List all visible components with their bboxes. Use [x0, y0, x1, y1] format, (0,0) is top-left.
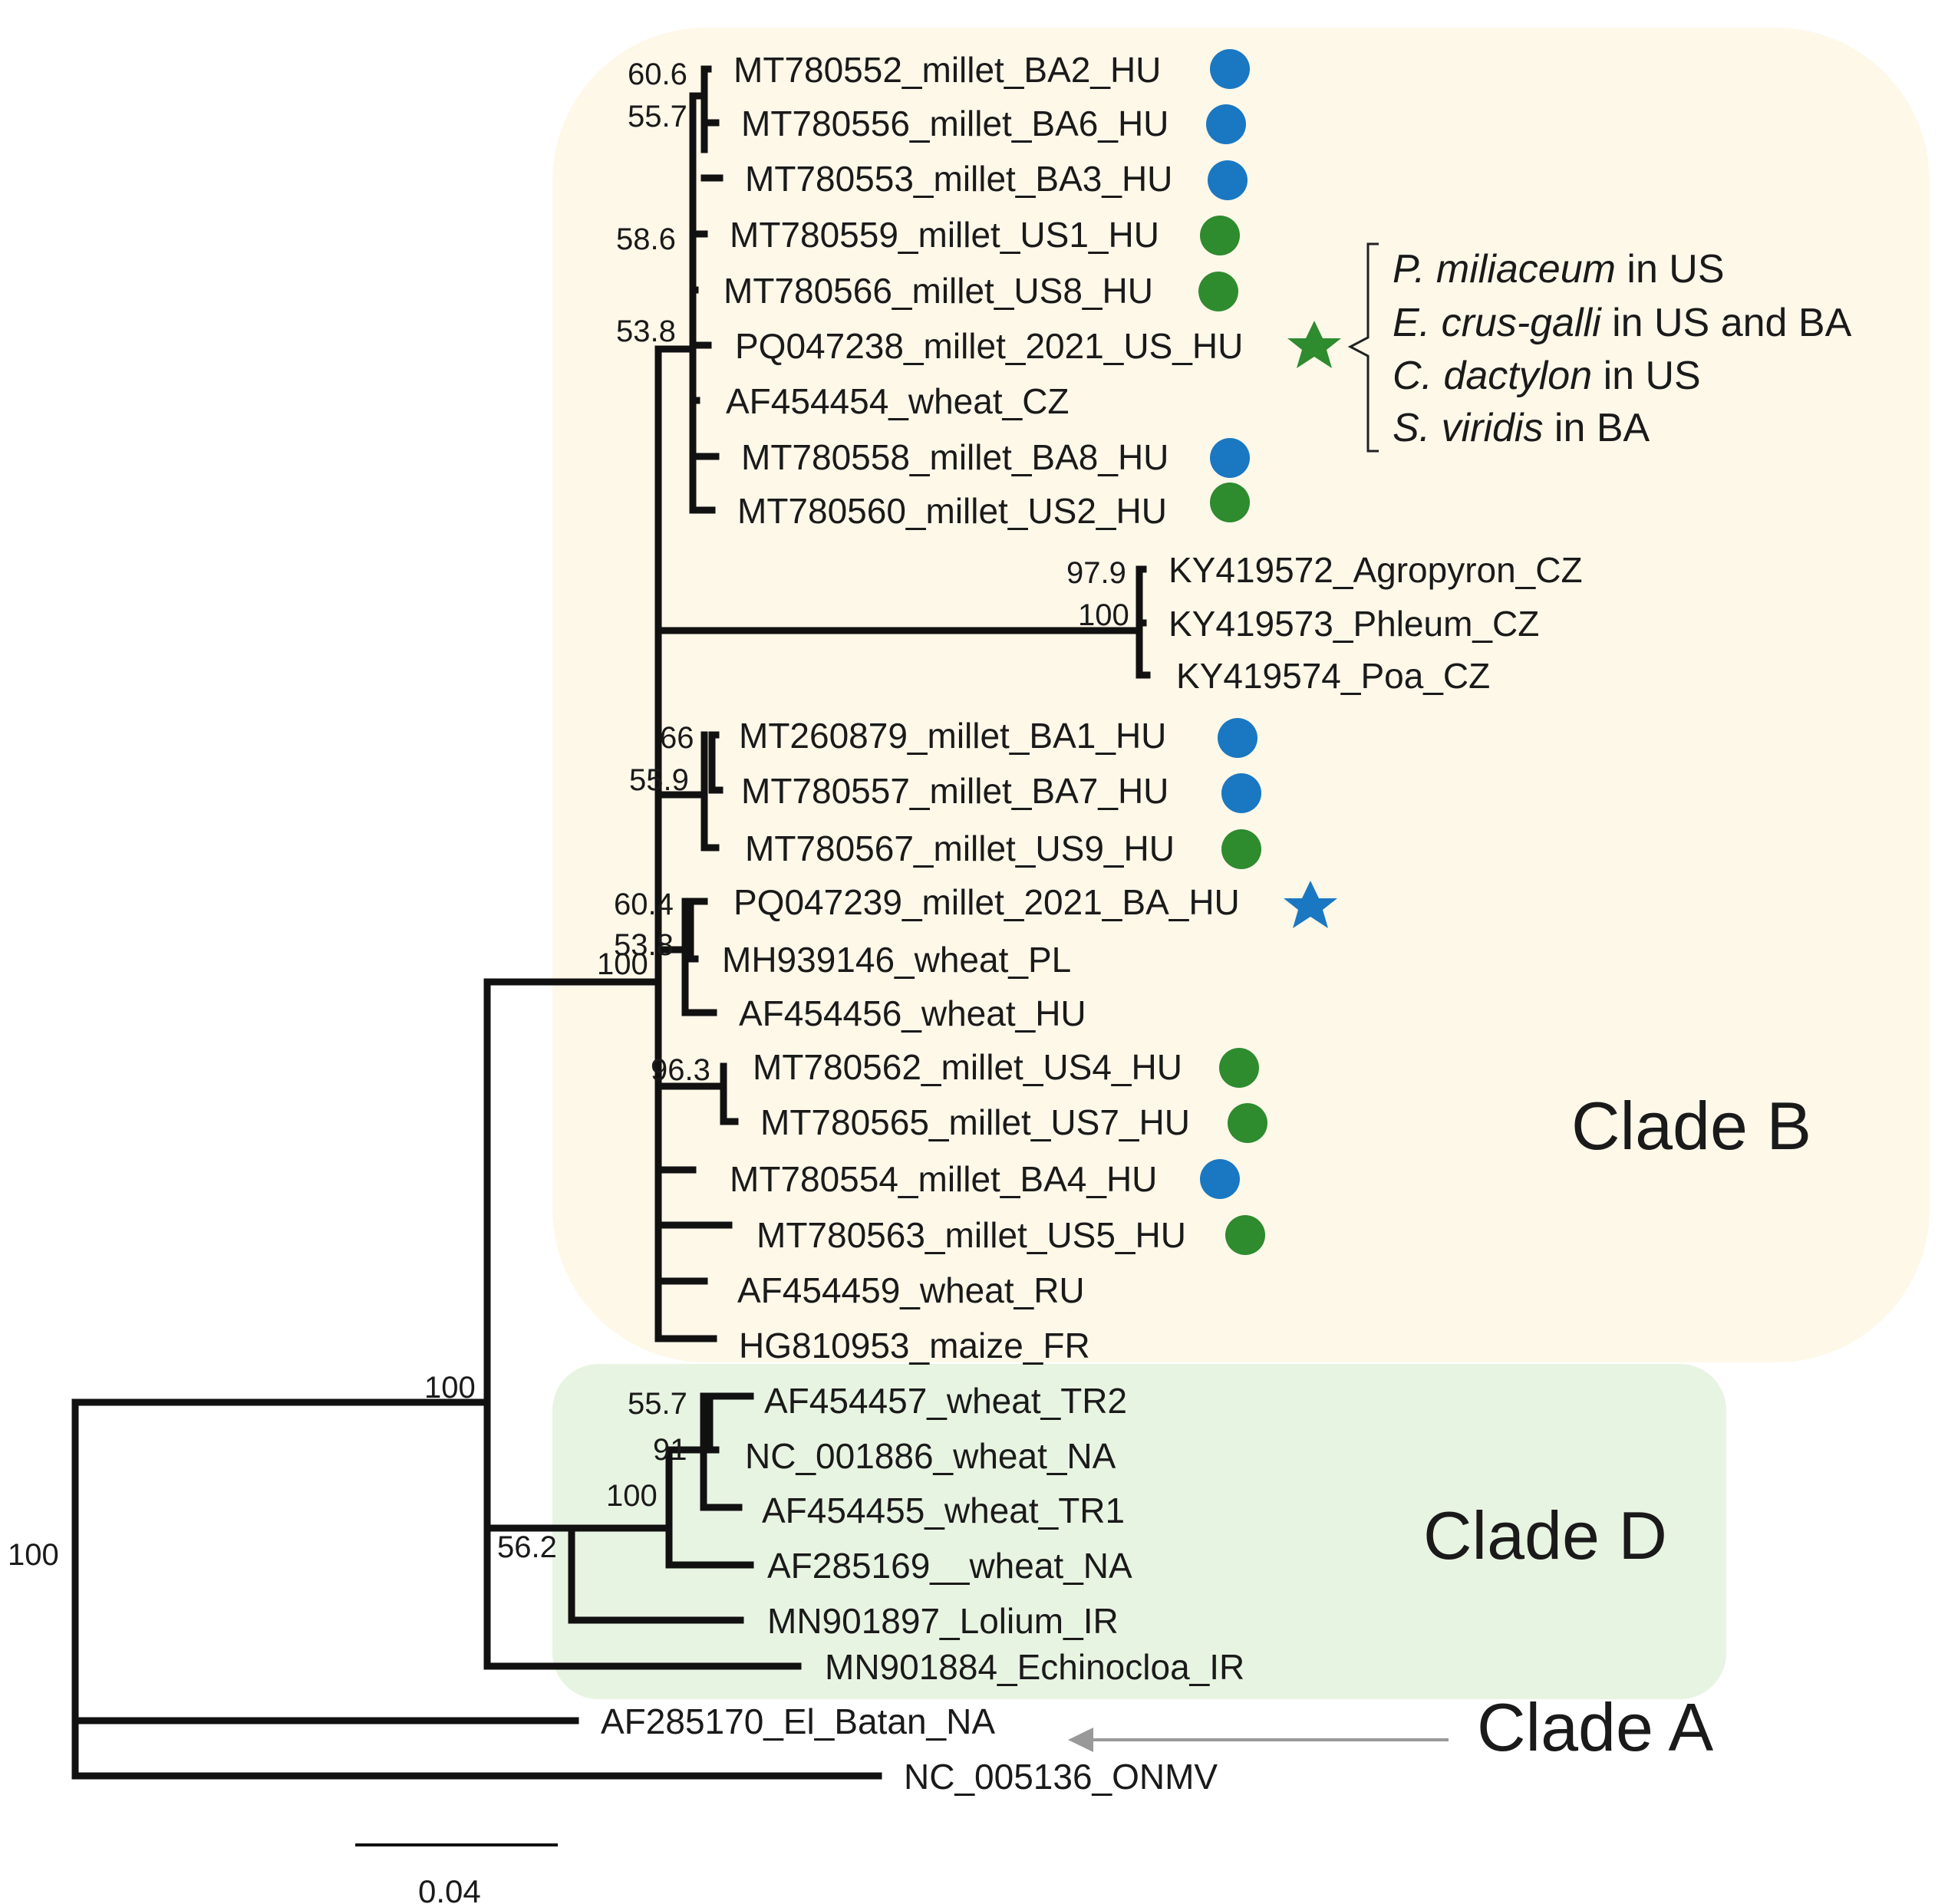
tip-label: MT780556_millet_BA6_HU: [741, 104, 1168, 143]
blue-dot-marker: [1221, 773, 1261, 813]
support-value: 100: [597, 947, 648, 981]
support-value: 55.9: [629, 763, 689, 797]
green-star-marker: [1287, 321, 1341, 368]
support-value: 60.6: [628, 58, 687, 91]
scale-bar: 0.04: [355, 1843, 558, 1904]
blue-dot-marker: [1210, 438, 1250, 478]
green-dot-marker: [1221, 829, 1261, 869]
blue-dot-marker: [1200, 1159, 1240, 1199]
host-annotation: P. miliaceum in US E. crus-galli in US a…: [1347, 242, 1852, 453]
support-value: 60.4: [614, 888, 674, 921]
tip-label: MT780566_millet_US8_HU: [723, 271, 1153, 311]
tip-label: AF285170_El_Batan_NA: [601, 1701, 995, 1741]
tip-label: AF454456_wheat_HU: [739, 993, 1086, 1033]
tip-label: PQ047238_millet_2021_US_HU: [735, 326, 1243, 366]
annotation-line: C. dactylon in US: [1393, 354, 1701, 398]
blue-dot-marker: [1208, 160, 1248, 200]
annotation-line: S. viridis in BA: [1393, 406, 1650, 450]
tip-label: MT780567_millet_US9_HU: [745, 828, 1175, 868]
support-value: 91: [653, 1433, 687, 1467]
tip-label: AF454455_wheat_TR1: [762, 1491, 1125, 1530]
green-dot-marker: [1198, 272, 1238, 311]
support-value: 53.8: [616, 315, 676, 348]
clade-d-label: Clade D: [1423, 1497, 1667, 1573]
green-dot-marker: [1219, 1048, 1259, 1088]
tip-labels: MT780552_millet_BA2_HU MT780556_millet_B…: [601, 50, 1583, 1797]
green-dot-marker: [1200, 216, 1240, 255]
support-values: 60.6 55.7 58.6 53.8 97.9 100 66 55.9 60.…: [8, 58, 1129, 1572]
tip-label: HG810953_maize_FR: [739, 1326, 1090, 1365]
tip-label: MT780562_millet_US4_HU: [753, 1047, 1182, 1087]
blue-dot-marker: [1206, 104, 1246, 144]
support-value: 55.7: [628, 1387, 687, 1421]
tip-label: MT780553_millet_BA3_HU: [745, 159, 1172, 199]
annotation-bracket: [1347, 242, 1379, 453]
tip-label: KY419572_Agropyron_CZ: [1168, 550, 1583, 590]
tip-label: AF285169__wheat_NA: [767, 1546, 1132, 1586]
tip-label: MT780554_millet_BA4_HU: [730, 1159, 1157, 1199]
tip-label: MT260879_millet_BA1_HU: [739, 716, 1166, 756]
tip-label: MH939146_wheat_PL: [722, 940, 1071, 980]
blue-star-marker: [1284, 881, 1337, 928]
clade-a-label: Clade A: [1477, 1689, 1714, 1765]
tip-label: MN901884_Echinocloa_IR: [825, 1647, 1244, 1687]
tip-markers: [1198, 49, 1341, 1255]
support-value: 100: [606, 1479, 658, 1513]
annotation-line: P. miliaceum in US: [1393, 247, 1725, 292]
tip-label: MT780559_millet_US1_HU: [730, 215, 1159, 255]
support-value: 56.2: [497, 1530, 557, 1564]
clade-a-arrow: [1068, 1728, 1449, 1752]
tip-label: MT780560_millet_US2_HU: [737, 491, 1167, 531]
support-value: 96.3: [651, 1053, 710, 1087]
blue-dot-marker: [1210, 49, 1250, 89]
tip-label: NC_001886_wheat_NA: [745, 1436, 1116, 1476]
support-value: 100: [424, 1371, 476, 1405]
support-value: 53.8: [614, 928, 674, 962]
annotation-line: E. crus-galli in US and BA: [1393, 301, 1852, 345]
clade-b-label: Clade B: [1571, 1088, 1811, 1164]
blue-dot-marker: [1218, 718, 1257, 758]
clade-d-box: [552, 1364, 1726, 1699]
tip-label: KY419573_Phleum_CZ: [1168, 604, 1539, 644]
support-value: 97.9: [1066, 556, 1126, 590]
green-dot-marker: [1225, 1215, 1265, 1255]
scale-bar-label: 0.04: [418, 1873, 481, 1904]
tip-label: AF454454_wheat_CZ: [726, 381, 1070, 421]
green-dot-marker: [1228, 1103, 1267, 1143]
support-value: 100: [1078, 598, 1129, 632]
tip-label: MN901897_Lolium_IR: [767, 1601, 1119, 1641]
tip-label: MT780563_millet_US5_HU: [756, 1215, 1186, 1255]
tip-label: MT780558_millet_BA8_HU: [741, 437, 1168, 477]
green-dot-marker: [1210, 483, 1250, 522]
tip-label: MT780557_millet_BA7_HU: [741, 771, 1168, 811]
tip-label: MT780565_millet_US7_HU: [760, 1102, 1190, 1142]
tip-label: AF454457_wheat_TR2: [764, 1381, 1127, 1421]
tip-label: AF454459_wheat_RU: [737, 1270, 1085, 1310]
support-value: 66: [660, 721, 694, 755]
support-value: 100: [8, 1538, 59, 1572]
tip-label: KY419574_Poa_CZ: [1176, 656, 1490, 696]
tree-branches: [71, 65, 1151, 1780]
support-value: 58.6: [616, 222, 676, 256]
tip-label: PQ047239_millet_2021_BA_HU: [733, 882, 1240, 922]
clade-b-box: [552, 28, 1930, 1362]
support-value: 55.7: [628, 100, 687, 133]
tip-label: NC_005136_ONMV: [904, 1757, 1218, 1797]
tip-label: MT780552_millet_BA2_HU: [733, 50, 1161, 90]
